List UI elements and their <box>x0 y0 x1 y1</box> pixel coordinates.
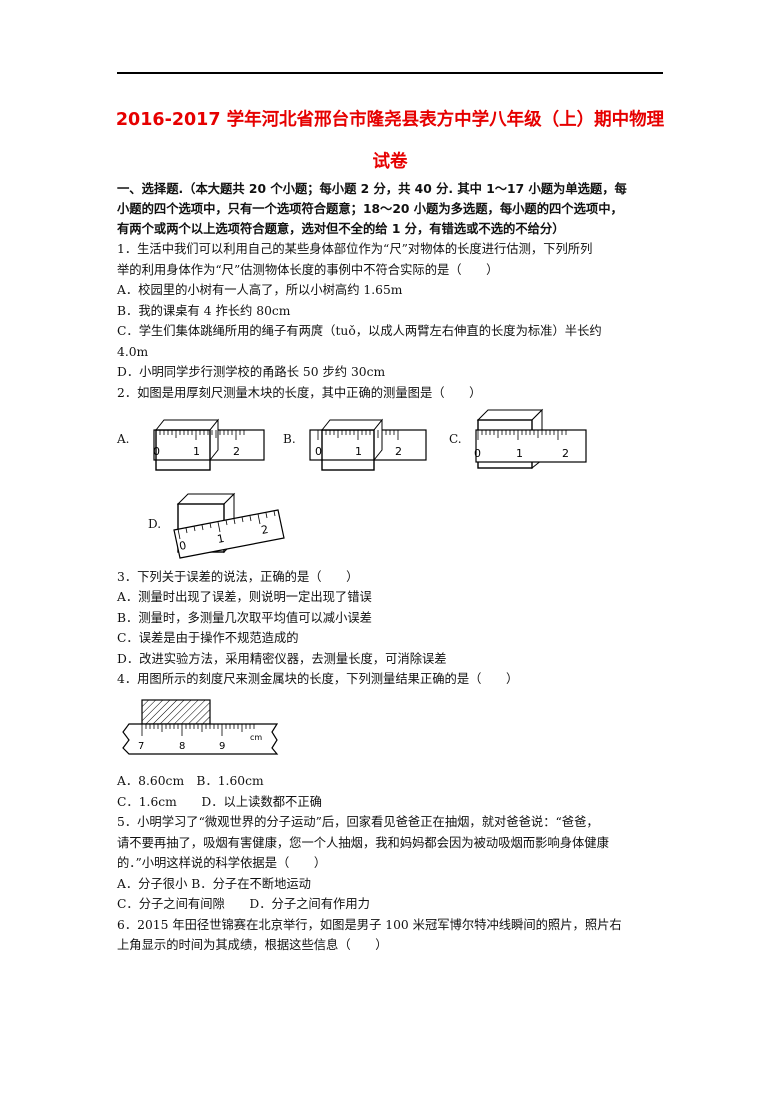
q4-tick-7: 7 <box>138 741 144 752</box>
q4-tick-8: 8 <box>179 741 185 752</box>
q2-figure-b: 0 1 2 <box>309 418 427 471</box>
q1-option-d: D．小明同学步行测学校的甬路长 50 步约 30cm <box>117 365 386 379</box>
q2-a-tick-1: 1 <box>193 445 200 458</box>
header-rule <box>117 72 663 74</box>
q2-d-tick-2: 2 <box>260 523 269 537</box>
q2-d-tick-0: 0 <box>178 539 187 553</box>
q2-b-tick-1: 1 <box>355 445 362 458</box>
q5-options-1: A．分子很小 B．分子在不断地运动 <box>117 877 311 891</box>
q2-d-tick-1: 1 <box>216 532 225 546</box>
q2-c-tick-1: 1 <box>516 447 523 460</box>
q2-figure-a: 0 1 2 <box>153 418 265 471</box>
q2-label-c: C. <box>449 432 462 446</box>
q1-stem-1: 1．生活中我们可以利用自己的某些身体部位作为“尺”对物体的长度进行估测，下列所列 <box>117 242 593 256</box>
q5-stem-3: 的．”小明这样说的科学依据是（ ） <box>117 856 327 870</box>
section-instructions-2: 小题的四个选项中，只有一个选项符合题意；18～20 小题为多选题，每小题的四个选… <box>117 202 623 216</box>
q4-unit-label: cm <box>250 733 262 742</box>
q1-option-b: B．我的课桌有 4 拃长约 80cm <box>117 304 291 318</box>
q3-option-a: A．测量时出现了误差，则说明一定出现了错误 <box>117 590 372 604</box>
q4-stem: 4．用图所示的刻度尺来测金属块的长度，下列测量结果正确的是（ ） <box>117 672 519 686</box>
exam-title-line2: 试卷 <box>372 152 408 172</box>
q4-tick-9: 9 <box>219 741 225 752</box>
q4-ruler-figure: 7 8 9 cm <box>122 699 279 755</box>
q3-stem: 3．下列关于误差的说法，正确的是（ ） <box>117 570 359 584</box>
q2-b-tick-2: 2 <box>395 445 402 458</box>
q2-label-a: A. <box>117 432 130 446</box>
q1-option-c-1: C．学生们集体跳绳所用的绳子有两庹（tuǒ，以成人两臂左右伸直的长度为标准）半长… <box>117 324 602 338</box>
q3-option-c: C．误差是由于操作不规范造成的 <box>117 631 299 645</box>
q3-option-d: D．改进实验方法，采用精密仪器，去测量长度，可消除误差 <box>117 652 447 666</box>
exam-title-line1: 2016-2017 学年河北省邢台市隆尧县表方中学八年级（上）期中物理 <box>115 110 665 130</box>
q2-a-tick-0: 0 <box>153 445 160 458</box>
section-instructions-3: 有两个或两个以上选项符合题意，选对但不全的给 1 分，有错选或不选的不给分） <box>117 222 565 236</box>
q2-b-tick-0: 0 <box>315 445 322 458</box>
q2-figure-d: 0 1 2 <box>173 492 285 559</box>
q4-options-2: C．1.6cm D．以上读数都不正确 <box>117 795 322 809</box>
q1-option-c-2: 4.0m <box>117 345 149 359</box>
q2-label-d: D. <box>148 517 162 531</box>
q2-c-tick-2: 2 <box>562 447 569 460</box>
q6-stem-1: 6．2015 年田径世锦赛在北京举行，如图是男子 100 米冠军博尔特冲线瞬间的… <box>117 918 622 932</box>
section-instructions-1: 一、选择题.（本大题共 20 个小题；每小题 2 分，共 40 分. 其中 1～… <box>117 182 627 196</box>
q1-option-a: A．校园里的小树有一人高了，所以小树高约 1.65m <box>117 283 403 297</box>
q3-option-b: B．测量时，多测量几次取平均值可以减小误差 <box>117 611 372 625</box>
q1-stem-2: 举的利用身体作为“尺”估测物体长度的事例中不符合实际的是（ ） <box>117 263 499 277</box>
q2-a-tick-2: 2 <box>233 445 240 458</box>
q6-stem-2: 上角显示的时间为其成绩，根据这些信息（ ） <box>117 938 388 952</box>
q4-options-1: A．8.60cm B．1.60cm <box>117 774 264 788</box>
q5-stem-1: 5．小明学习了“微观世界的分子运动”后，回家看见爸爸正在抽烟，就对爸爸说：“爸爸… <box>117 815 599 829</box>
q5-stem-2: 请不要再抽了，吸烟有害健康，您一个人抽烟，我和妈妈都会因为被动吸烟而影响身体健康 <box>117 836 609 850</box>
q2-label-b: B. <box>283 432 296 446</box>
q2-figure-c: 0 1 2 <box>474 408 587 470</box>
q2-c-tick-0: 0 <box>474 447 481 460</box>
q2-stem: 2．如图是用厚刻尺测量木块的长度，其中正确的测量图是（ ） <box>117 386 482 400</box>
q5-options-2: C．分子之间有间隙 D．分子之间有作用力 <box>117 897 370 911</box>
metal-block <box>141 699 211 725</box>
